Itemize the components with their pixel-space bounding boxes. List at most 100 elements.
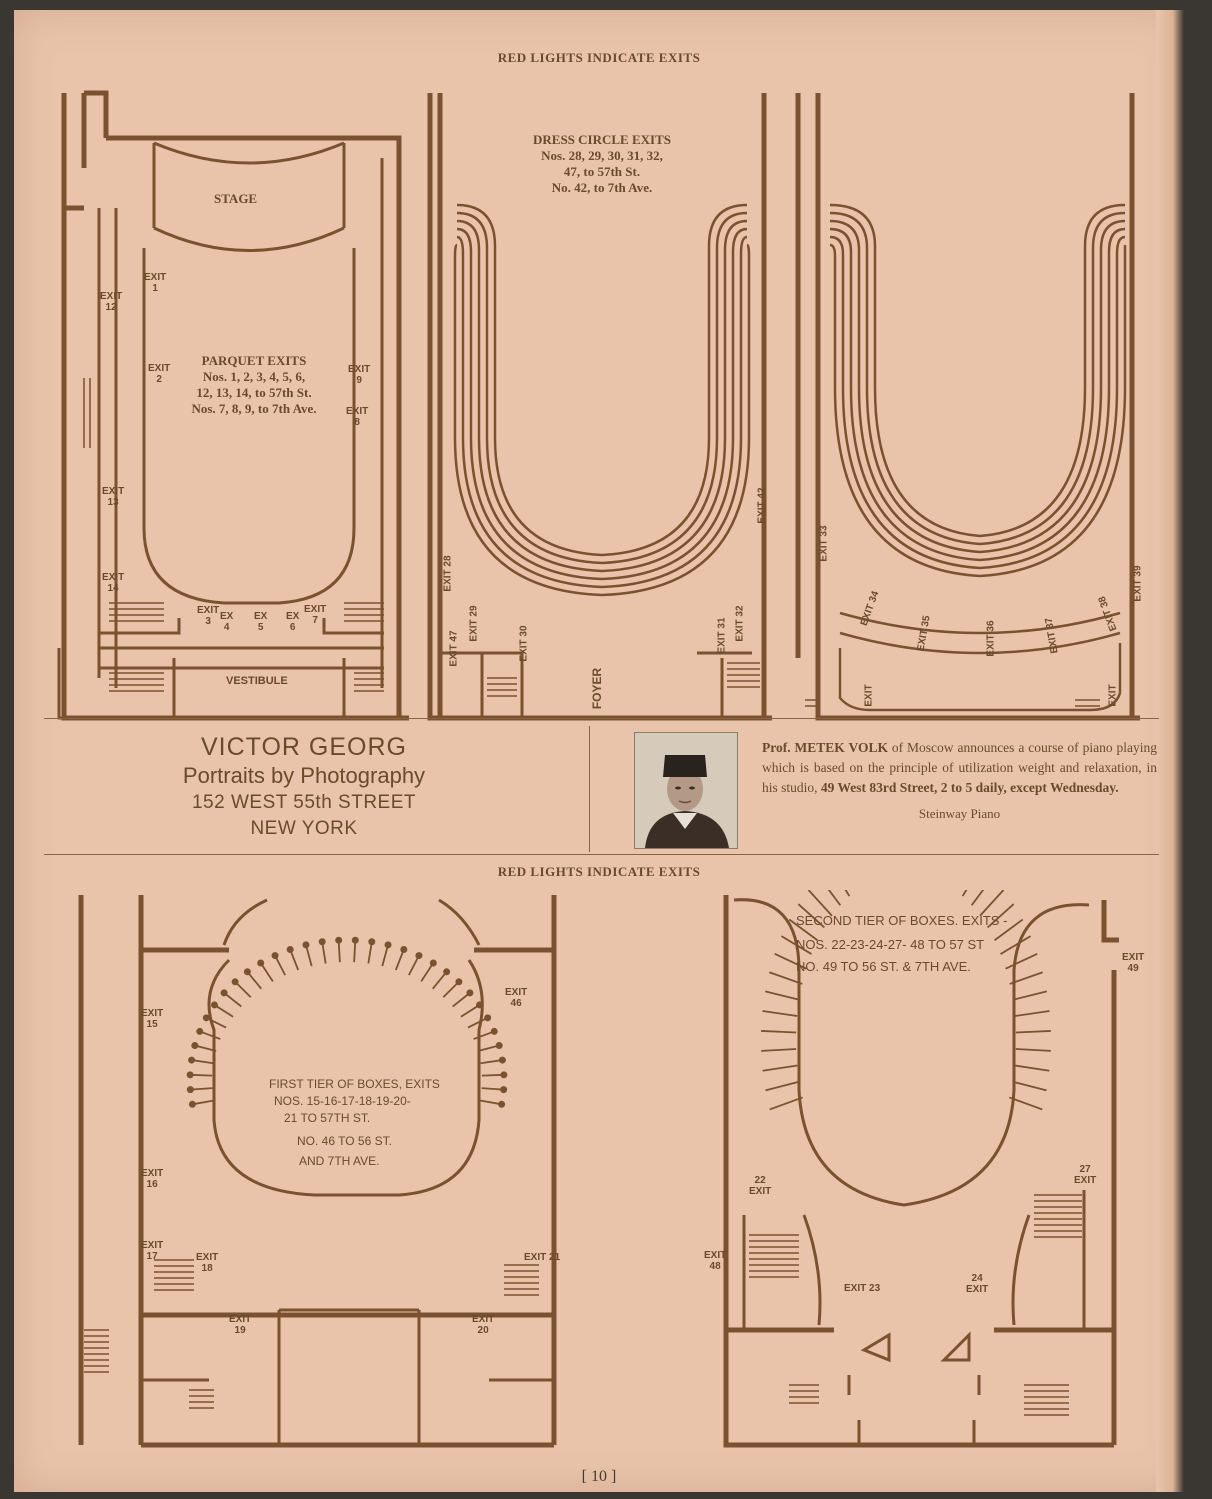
exit-8-label: EXIT 8 [346,406,369,428]
header-bottom: RED LIGHTS INDICATE EXITS [497,864,701,879]
exit-28-label: EXIT 28 [442,555,454,592]
box-seat-marker [400,945,408,953]
torn-page-edge [1156,10,1184,1492]
box-seat-marker [188,1056,196,1064]
exit-22-label: 22 EXIT [749,1175,772,1197]
box-seat-divider [979,890,1005,917]
second-tier-caption-title: SECOND TIER OF BOXES. EXITS - [796,913,1008,928]
box-seat-divider [223,992,242,1008]
box-seat-divider [442,981,460,998]
box-seat-divider [420,962,435,982]
box-seat-divider [1014,1064,1050,1072]
box-seat-divider [970,890,985,906]
exit-36-label: EXIT 36 [985,620,997,657]
exit-23-label: EXIT 23 [844,1283,881,1294]
exit-6-label: EX 6 [286,611,300,633]
box-seat-divider [481,1073,504,1077]
exit-20-label: EXIT 20 [472,1314,495,1336]
box-seat-marker [495,1042,503,1050]
box-seat-divider [367,941,373,964]
second-tier-caption-line2: NO. 49 TO 56 ST. & 7TH AVE. [796,959,971,974]
box-seat-divider [1000,935,1032,955]
box-seat-divider [844,890,851,897]
box-seat-marker [498,1056,506,1064]
box-seat-divider [807,890,833,917]
victor-georg-ad: VICTOR GEORG Portraits by Photography 15… [144,732,464,842]
box-seat-marker [490,1027,498,1035]
box-seat-divider [987,903,1015,929]
box-seat-divider [1015,1030,1051,1034]
box-seat-marker [188,1100,196,1108]
exit-2-label: EXIT 2 [148,363,171,385]
dress-circle-exits-caption: DRESS CIRCLE EXITS Nos. 28, 29, 30, 31, … [492,132,712,196]
box-seat-divider [321,941,327,964]
box-seat-divider [246,971,263,990]
divider-top [44,718,1159,719]
box-seat-divider [769,1096,803,1111]
metek-volk-ad: Prof. METEK VOLK of Moscow announces a c… [762,738,1157,824]
exit-29-label: EXIT 29 [468,605,480,642]
box-seat-divider [408,955,420,976]
ad-divider [589,726,590,852]
box-seat-divider [467,1017,489,1029]
dress-circle-exits-line2: 47, to 57th St. [563,164,641,179]
exit-18-label: EXIT 18 [196,1252,219,1274]
exit-1-label: EXIT 1 [144,272,167,294]
exit-12-label: EXIT 12 [100,291,123,313]
exit-49-label: EXIT 49 [1122,952,1145,974]
box-seat-divider [1009,1096,1043,1111]
exit-47-label: EXIT 47 [448,630,460,667]
program-page: RED LIGHTS INDICATE EXITS [14,10,1184,1492]
steinway-piano: Steinway Piano [918,806,1001,821]
exit-19-label: EXIT 19 [229,1314,252,1336]
exit-14-label: EXIT 14 [102,572,125,594]
box-seat-divider [993,918,1024,942]
parquet-exits-line1: Nos. 1, 2, 3, 4, 5, 6, [202,369,306,384]
box-seat-marker [500,1071,508,1079]
box-seat-divider [1009,971,1043,985]
box-seat-divider [274,955,286,976]
exit-21-label: EXIT 21 [524,1252,561,1263]
box-seat-divider [234,981,252,998]
first-tier-caption-line2: 21 TO 57TH ST. [284,1111,371,1125]
first-tier-caption-line3: NO. 46 TO 56 ST. [297,1134,392,1148]
box-seat-marker [271,952,279,960]
volk-address: 49 West 83rd Street, 2 to 5 daily, excep… [820,780,1119,795]
box-seat-divider [479,1099,502,1106]
first-tier-caption-line4: AND 7TH AVE. [299,1154,380,1168]
box-seat-divider [765,1080,800,1092]
box-seat-divider [762,1010,798,1017]
exit-15-label: EXIT 15 [141,1008,164,1030]
box-seat-divider [480,1059,503,1065]
box-seat-divider [191,1059,214,1065]
balcony-floor-plan: EXIT 33 EXIT 34 EXIT 35 EXIT 36 EXIT 37 … [790,88,1170,724]
exit-31-label: EXIT 31 [716,617,728,654]
box-seat-divider [353,940,357,963]
dress-circle-floor-plan: DRESS CIRCLE EXITS Nos. 28, 29, 30, 31, … [422,88,782,724]
box-seat-divider [452,992,471,1008]
box-seat-marker [476,1001,484,1009]
exit-39-label: EXIT 39 [1132,565,1144,602]
parquet-exits-caption: PARQUET EXITS Nos. 1, 2, 3, 4, 5, 6, 12,… [149,353,359,417]
page-number: [ 10 ] [581,1468,617,1485]
box-seat-marker [220,989,228,997]
exit-32-label: EXIT 32 [734,605,746,642]
dress-circle-exits-line3: No. 42, to 7th Ave. [551,180,653,195]
box-seat-marker [302,941,310,949]
box-seat-divider [780,935,812,955]
exit-4-label: EX 4 [220,611,234,633]
box-seat-divider [473,1030,495,1040]
exit-33-label: EXIT 33 [818,525,830,562]
volk-body: of Moscow announces a course of piano pl… [762,740,1157,795]
box-seat-divider [1012,990,1048,1001]
box-seat-marker [186,1086,194,1094]
box-seat-marker [484,1014,492,1022]
georg-name: VICTOR GEORG [200,733,407,761]
box-seat-marker [351,936,359,944]
box-seat-divider [190,1087,213,1091]
header-top: RED LIGHTS INDICATE EXITS [497,50,701,65]
box-seat-marker [455,978,463,986]
exit-9-label: EXIT 9 [348,364,371,386]
box-seat-divider [192,1099,215,1106]
box-seat-marker [384,941,392,949]
